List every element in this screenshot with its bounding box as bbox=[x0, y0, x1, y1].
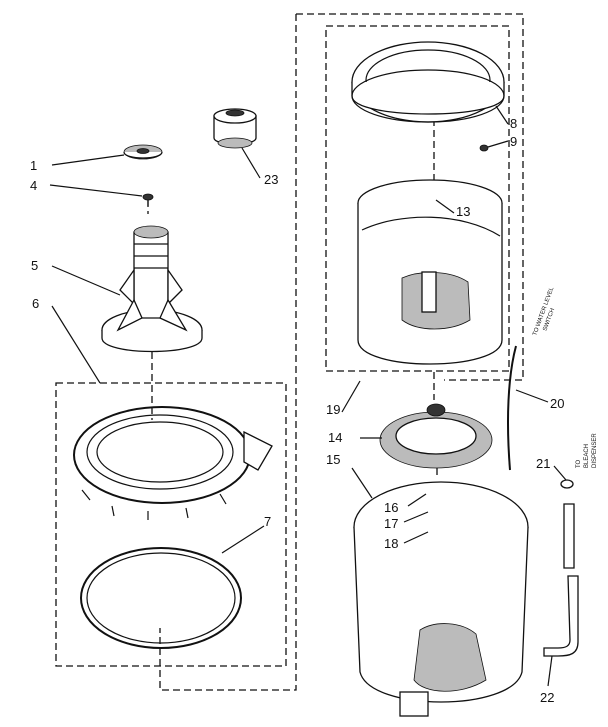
callout-20: 20 bbox=[550, 396, 564, 411]
callout-13: 13 bbox=[456, 204, 470, 219]
pressure-hose-part bbox=[507, 345, 517, 471]
callout-19: 19 bbox=[326, 402, 340, 417]
ring-screw-part bbox=[479, 144, 489, 152]
balance-ring-part bbox=[351, 41, 505, 123]
callout-22: 22 bbox=[540, 690, 554, 705]
callout-8: 8 bbox=[510, 116, 517, 131]
agitator-bolt-part bbox=[142, 193, 154, 206]
gasket-part bbox=[80, 547, 242, 649]
ring-group-box bbox=[55, 382, 287, 667]
bleach-note-line1: TO bbox=[576, 459, 582, 468]
basket-group-box bbox=[159, 13, 524, 691]
callout-15: 15 bbox=[326, 452, 340, 467]
callout-9: 9 bbox=[510, 134, 517, 149]
dispenser-cup-part bbox=[213, 108, 257, 149]
callout-1: 1 bbox=[30, 158, 37, 173]
outer-tub-part bbox=[353, 481, 529, 717]
callout-labels: 1 4 5 6 7 8 9 13 14 15 16 17 18 19 20 21… bbox=[30, 116, 564, 705]
callout-21: 21 bbox=[536, 456, 550, 471]
spin-basket-part bbox=[357, 179, 503, 365]
water-level-note: TO WATER LEVEL SWITCH bbox=[532, 286, 556, 337]
callout-23: 23 bbox=[264, 172, 278, 187]
bleach-note: TO BLEACH DISPENSER bbox=[576, 433, 598, 468]
callout-16: 16 bbox=[384, 500, 398, 515]
agitator-cap-part bbox=[123, 144, 163, 160]
bleach-connector-part bbox=[560, 479, 574, 489]
leader-lines bbox=[49, 105, 567, 687]
bleach-note-line2: BLEACH bbox=[584, 444, 590, 468]
callout-7: 7 bbox=[264, 514, 271, 529]
hub-part bbox=[379, 403, 493, 469]
callout-18: 18 bbox=[384, 536, 398, 551]
callout-5: 5 bbox=[31, 258, 38, 273]
callout-14: 14 bbox=[328, 430, 342, 445]
callout-4: 4 bbox=[30, 178, 37, 193]
bleach-hose-part bbox=[543, 503, 579, 657]
callout-17: 17 bbox=[384, 516, 398, 531]
bleach-note-line3: DISPENSER bbox=[592, 433, 598, 468]
agitator-part bbox=[101, 225, 203, 353]
basket-inner-box bbox=[325, 25, 510, 372]
tub-ring-part bbox=[73, 406, 273, 520]
callout-6: 6 bbox=[32, 296, 39, 311]
